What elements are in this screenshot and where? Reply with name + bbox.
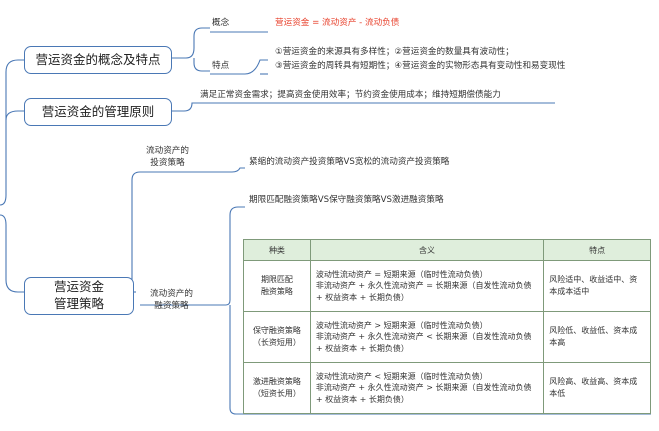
row-meaning: 波动性流动资产 > 短期来源（临时性流动负债） 非流动资产 + 永久性流动资产 … [309,311,545,363]
row-meaning: 波动性流动资产 = 短期来源（临时性流动负债） 非流动资产 + 永久性流动资产 … [309,260,545,312]
feature-line-1: ①营运资金的来源具有多样性；②营运资金的数量具有波动性； [275,47,514,57]
row-feature: 风险高、收益高、资本成本低 [543,362,651,414]
row-type: 保守融资策略 （长资短用） [243,311,311,363]
row-type: 激进融资策略 （短资长用） [243,362,311,414]
principle-node[interactable]: 营运资金的管理原则 [24,98,172,126]
financing-strategy-table: 种类 含义 特点 期限匹配 融资策略 波动性流动资产 = 短期来源（临时性流动负… [243,239,651,414]
concept-node[interactable]: 营运资金的概念及特点 [24,46,172,74]
header-type: 种类 [243,239,311,261]
feature-line-2: ③营运资金的周转具有短期性；④营运资金的实物形态具有变动性和易变现性 [275,61,566,71]
table-row: 激进融资策略 （短资长用） 波动性流动资产 < 短期来源（临时性流动负债） 非流… [243,362,651,414]
row-feature: 风险低、收益低、资本成本高 [543,311,651,363]
strategy-node[interactable]: 营运资金 管理策略 [24,277,134,315]
invest-strategy-text: 紧缩的流动资产投资策略VS宽松的流动资产投资策略 [249,157,450,167]
table-row: 期限匹配 融资策略 波动性流动资产 = 短期来源（临时性流动负债） 非流动资产 … [243,260,651,312]
finance-strategy-label: 流动资产的 融资策略 [150,289,193,311]
principle-text: 满足正常资金需求；提高资金使用效率；节约资金使用成本；维持短期偿债能力 [200,90,501,100]
invest-strategy-label: 流动资产的 投资策略 [146,146,189,168]
header-feature: 特点 [543,239,651,261]
concept-formula: 营运资金 = 流动资产 - 流动负债 [275,18,400,28]
row-feature: 风险适中、收益适中、资本成本适中 [543,260,651,312]
header-meaning: 含义 [309,239,545,261]
finance-strategy-text: 期限匹配融资策略VS保守融资策略VS激进融资策略 [249,195,444,205]
table-row: 保守融资策略 （长资短用） 波动性流动资产 > 短期来源（临时性流动负债） 非流… [243,311,651,363]
row-meaning: 波动性流动资产 < 短期来源（临时性流动负债） 非流动资产 + 永久性流动资产 … [309,362,545,414]
concept-label: 概念 [212,18,230,28]
table-header-row: 种类 含义 特点 [243,239,651,261]
feature-label: 特点 [212,61,230,71]
row-type: 期限匹配 融资策略 [243,260,311,312]
